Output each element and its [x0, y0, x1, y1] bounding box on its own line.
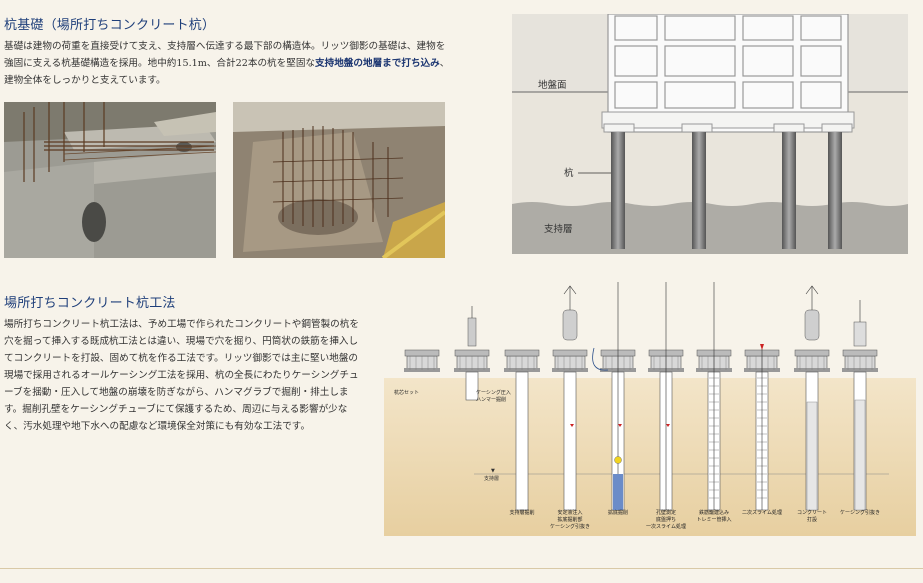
process-step-8	[744, 344, 780, 511]
bottom-divider	[0, 568, 923, 569]
process-step-2	[454, 306, 490, 401]
process-step-10	[842, 300, 878, 511]
process-step-label-5: 拡底掘削	[608, 509, 628, 516]
process-step-label-3: 支持層掘削	[509, 509, 534, 516]
process-step-5	[592, 282, 636, 511]
section2-title: 場所打ちコンクリート杭工法	[4, 296, 176, 311]
pile-label: 杭	[564, 167, 574, 179]
ground-surface-label: 地盤面	[538, 79, 567, 91]
section2-body: 場所打ちコンクリート杭工法は、予め工場で作られたコンクリートや鋼管製の杭を穴を掘…	[4, 319, 359, 432]
process-step-label-9: コンクリート打設	[797, 510, 827, 523]
process-step-4	[552, 285, 588, 511]
section1-body-pre: 基礎は建物の荷重を直接受けて支え、支持層へ伝達する最下部の構造体。リッツ御影の基…	[4, 41, 446, 69]
process-step-label-8: 二次スライム処理	[742, 509, 782, 516]
section1-body-post: 、建物全体をしっかりと支えています。	[4, 58, 450, 86]
process-step-label-2: ケーシング圧入ハンマー掘削	[476, 389, 511, 403]
svg-text:▼: ▼	[491, 468, 495, 474]
process-step-9	[794, 285, 830, 511]
pile-foundation-diagram: 地盤面 杭 支持層	[512, 14, 908, 254]
foundation-photo-1	[4, 102, 216, 258]
process-step-7	[696, 282, 732, 511]
process-step-label-4: 安定液注入拡底掘削部ケーシング引抜き	[550, 509, 590, 530]
process-step-6	[648, 282, 684, 511]
bearing-layer-label: 支持層	[544, 223, 573, 235]
section1-body: 基礎は建物の荷重を直接受けて支え、支持層へ伝達する最下部の構造体。リッツ御影の基…	[4, 38, 450, 89]
section1-body-emph: 支持地盤の地層まで打ち込み	[315, 58, 440, 69]
process-step-1	[404, 349, 440, 372]
foundation-photo-2	[233, 102, 445, 258]
process-step-label-1: 杭芯セット	[394, 389, 419, 396]
section1-title: 杭基礎（場所打ちコンクリート杭）	[4, 18, 216, 33]
process-step-3	[504, 349, 540, 511]
process-step-label-10: ケーシング引抜き	[840, 509, 880, 516]
process-bearing-label: 支持層	[484, 475, 499, 482]
process-step-label-6: 孔壁測定底盤押ち一次スライム処理	[646, 509, 686, 530]
process-step-label-7: 鉄筋籠建込みトレミー管挿入	[696, 509, 731, 523]
